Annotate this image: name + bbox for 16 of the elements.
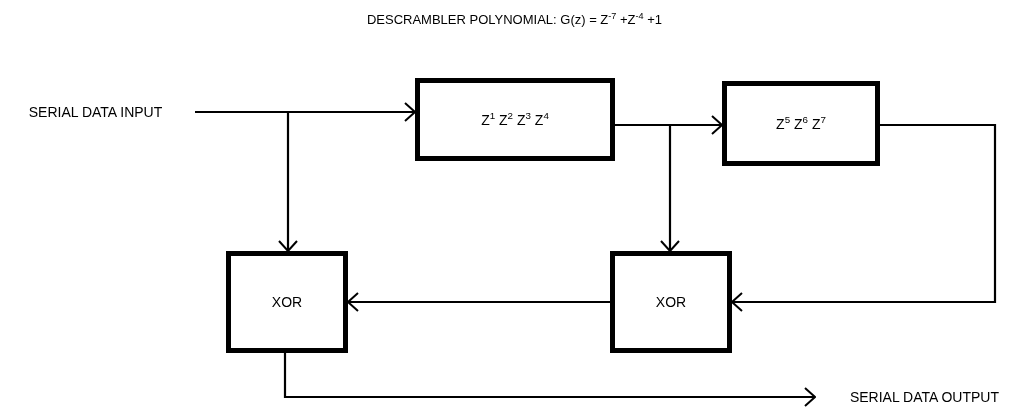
- delay-register-box: [722, 81, 880, 166]
- signal-label: SERIAL DATA INPUT: [8, 102, 183, 122]
- xor-gate-box: [610, 251, 732, 353]
- signal-label: SERIAL DATA OUTPUT: [822, 387, 1027, 407]
- arrow: [731, 123, 997, 312]
- arrow: [283, 353, 816, 407]
- xor-gate-box: [226, 251, 348, 353]
- arrow: [615, 123, 680, 252]
- block-label: XOR: [655, 294, 687, 310]
- diagram-title: DESCRAMBLER POLYNOMIAL: G(z) = Z$^{-7}$ +Z$^{-4}$ +1: [366, 12, 663, 27]
- block-label: XOR: [271, 294, 303, 310]
- delay-register-box: [415, 78, 615, 161]
- block-label: Z$^{1}$ Z$^{2}$ Z$^{3}$ Z$^{4}$: [481, 111, 549, 128]
- block-label: Z$^{5}$ Z$^{6}$ Z$^{7}$: [776, 115, 826, 132]
- arrow: [347, 292, 610, 312]
- arrow: [195, 110, 298, 252]
